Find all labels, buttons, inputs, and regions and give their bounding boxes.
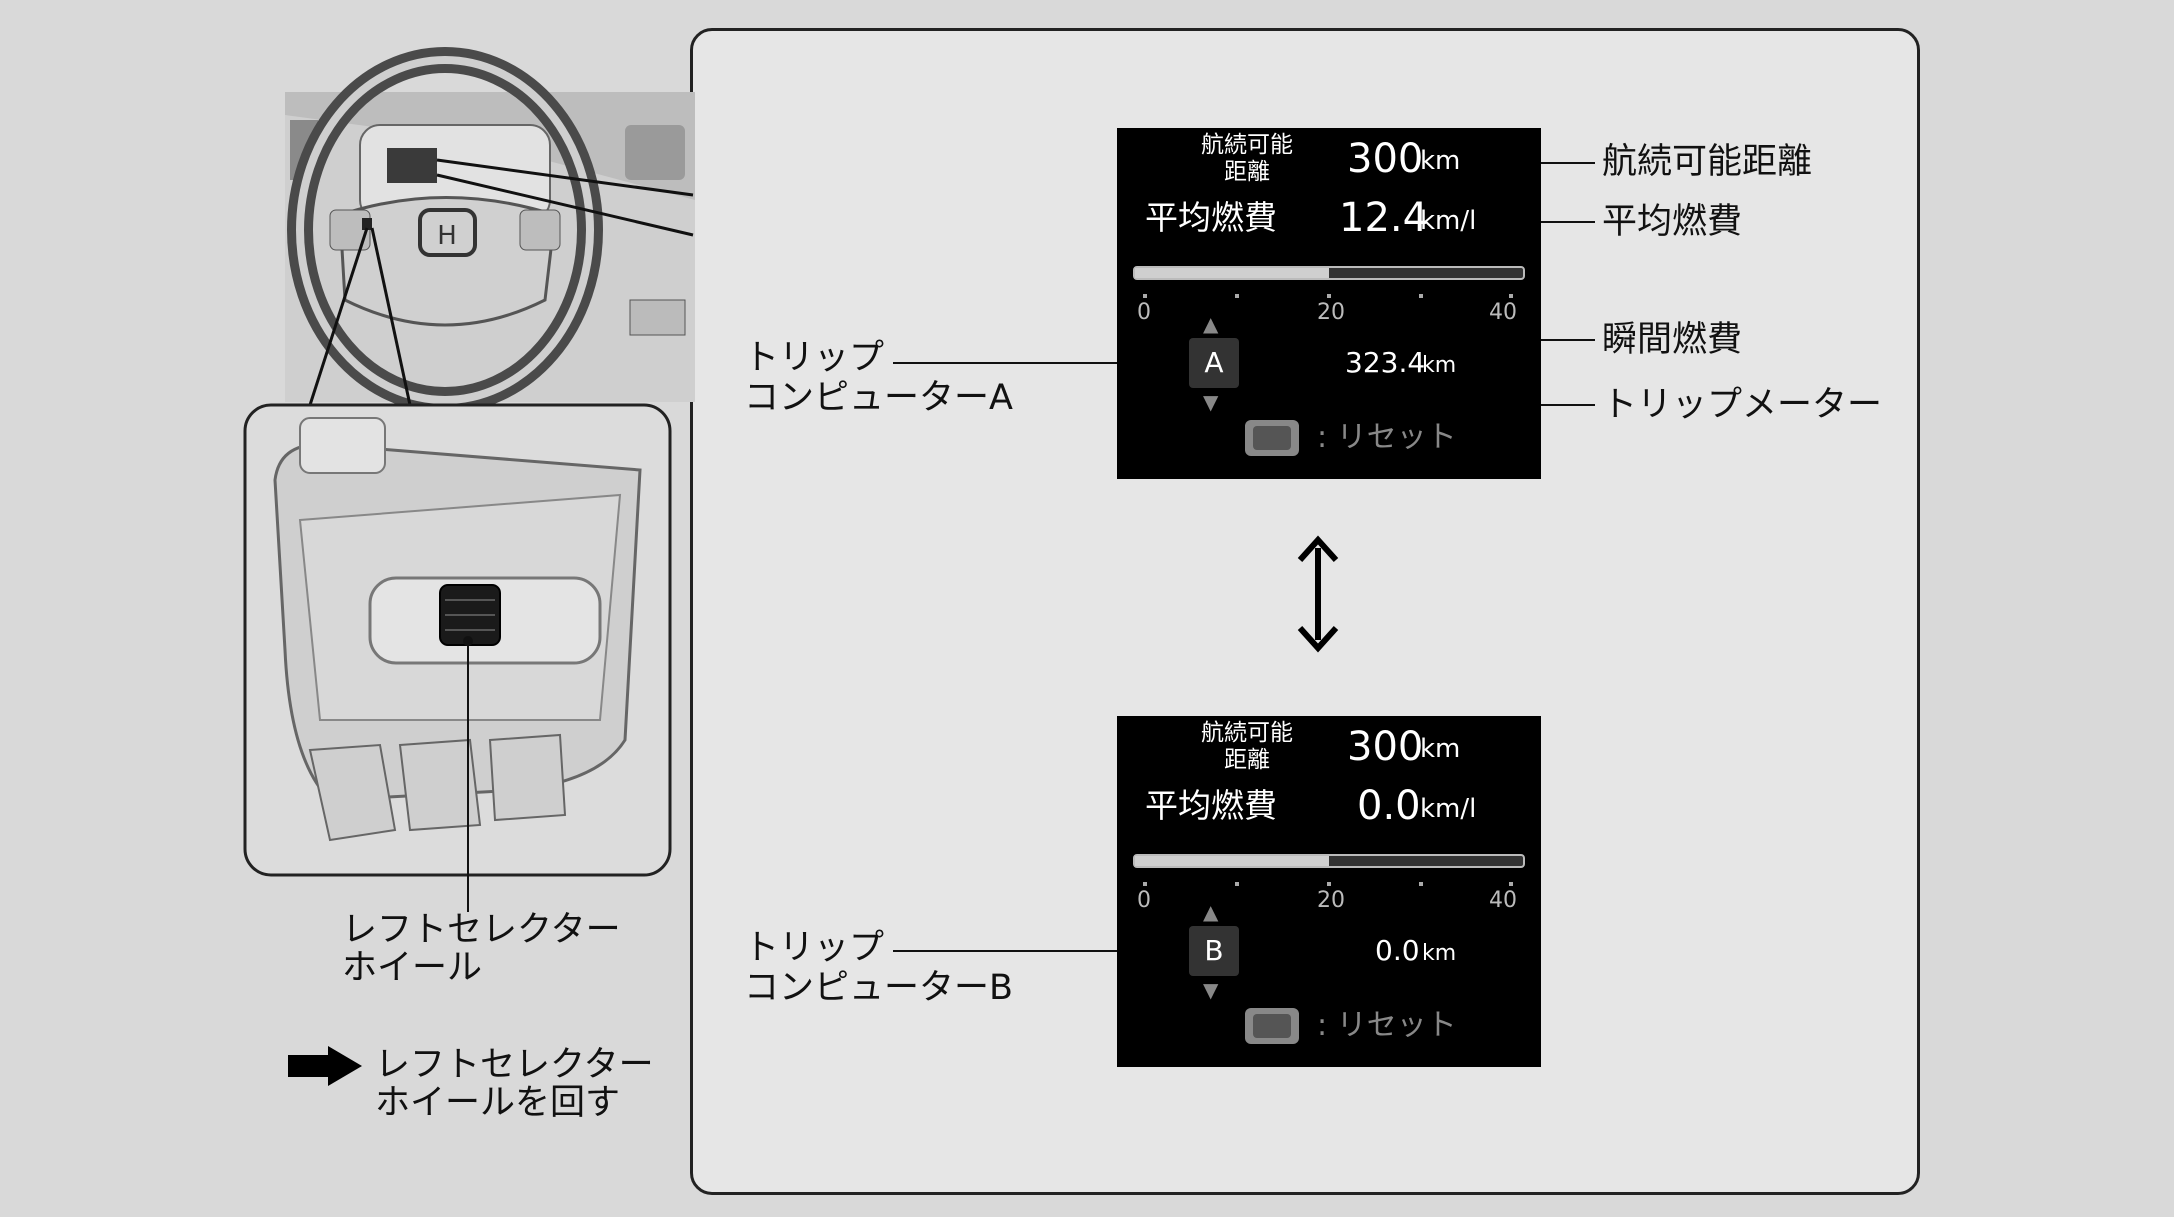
switch-inset bbox=[243, 403, 672, 877]
callout-avg: 平均燃費 bbox=[1602, 202, 1743, 242]
range-label: 航続可能 距離 bbox=[1197, 720, 1297, 774]
rotate-arrow-icon bbox=[288, 1046, 362, 1086]
reset-text: : リセット bbox=[1317, 1008, 1457, 1043]
instant-fuel-bar bbox=[1133, 854, 1525, 868]
display-b: 航続可能 距離 300 km 平均燃費 0.0 km/l 0 20 40 ▲ B… bbox=[1117, 716, 1541, 1067]
avg-value: 0.0 bbox=[1357, 783, 1421, 829]
bar-dots bbox=[1143, 882, 1513, 886]
wheel-press-icon bbox=[1245, 420, 1299, 456]
instant-fuel-bar-fill bbox=[1135, 268, 1329, 278]
trip-unit: km bbox=[1422, 941, 1457, 966]
avg-label: 平均燃費 bbox=[1145, 198, 1277, 237]
trip-value: 323.4 bbox=[1345, 346, 1426, 379]
range-label-line1: 航続可能 bbox=[1201, 132, 1293, 158]
wheel-label-line1: レフトセレクター bbox=[342, 910, 621, 950]
tick-0: 0 bbox=[1137, 300, 1151, 325]
legend-line1: レフトセレクター bbox=[375, 1045, 654, 1085]
callout-range: 航続可能距離 bbox=[1602, 142, 1813, 182]
trip-letter-badge: B bbox=[1189, 926, 1239, 976]
tick-0: 0 bbox=[1137, 888, 1151, 913]
callout-tripmeter: トリップメーター bbox=[1602, 385, 1883, 425]
range-value: 300 bbox=[1347, 136, 1424, 182]
range-label-line2: 距離 bbox=[1224, 159, 1270, 185]
callout-trip-b-line1: トリップ bbox=[744, 928, 885, 968]
trip-unit: km bbox=[1422, 353, 1457, 378]
range-value: 300 bbox=[1347, 724, 1424, 770]
trip-value: 0.0 bbox=[1375, 934, 1420, 967]
callout-trip-a-line1: トリップ bbox=[744, 338, 885, 378]
avg-unit: km/l bbox=[1420, 794, 1477, 824]
tick-20: 20 bbox=[1317, 300, 1345, 325]
range-label-line1: 航続可能 bbox=[1201, 720, 1293, 746]
wheel-label-line2: ホイール bbox=[342, 948, 483, 988]
dashboard-view: H bbox=[285, 47, 695, 413]
up-arrow-icon: ▲ bbox=[1203, 900, 1219, 924]
callout-trip-b-line2: コンピューターB bbox=[744, 968, 1014, 1008]
callout-instant: 瞬間燃費 bbox=[1602, 320, 1743, 360]
switch-double-arrow-icon bbox=[1297, 535, 1339, 653]
tick-40: 40 bbox=[1489, 888, 1517, 913]
tick-40: 40 bbox=[1489, 300, 1517, 325]
tick-20: 20 bbox=[1317, 888, 1345, 913]
legend-line2: ホイールを回す bbox=[375, 1083, 621, 1123]
wheel-press-icon bbox=[1245, 1008, 1299, 1044]
avg-unit: km/l bbox=[1420, 206, 1477, 236]
avg-value: 12.4 bbox=[1339, 195, 1429, 241]
svg-text:H: H bbox=[437, 221, 457, 251]
range-label-line2: 距離 bbox=[1224, 747, 1270, 773]
up-arrow-icon: ▲ bbox=[1203, 312, 1219, 336]
display-location-marker bbox=[387, 148, 437, 183]
down-arrow-icon: ▼ bbox=[1203, 978, 1219, 1002]
reset-text: : リセット bbox=[1317, 420, 1457, 455]
trip-letter-badge: A bbox=[1189, 338, 1239, 388]
instant-fuel-bar-fill bbox=[1135, 856, 1329, 866]
range-unit: km bbox=[1420, 734, 1461, 764]
display-a: 航続可能 距離 300 km 平均燃費 12.4 km/l 0 20 40 ▲ … bbox=[1117, 128, 1541, 479]
bar-dots bbox=[1143, 294, 1513, 298]
avg-label: 平均燃費 bbox=[1145, 786, 1277, 825]
range-unit: km bbox=[1420, 146, 1461, 176]
down-arrow-icon: ▼ bbox=[1203, 390, 1219, 414]
range-label: 航続可能 距離 bbox=[1197, 132, 1297, 186]
instant-fuel-bar bbox=[1133, 266, 1525, 280]
callout-trip-a-line2: コンピューターA bbox=[744, 378, 1013, 418]
